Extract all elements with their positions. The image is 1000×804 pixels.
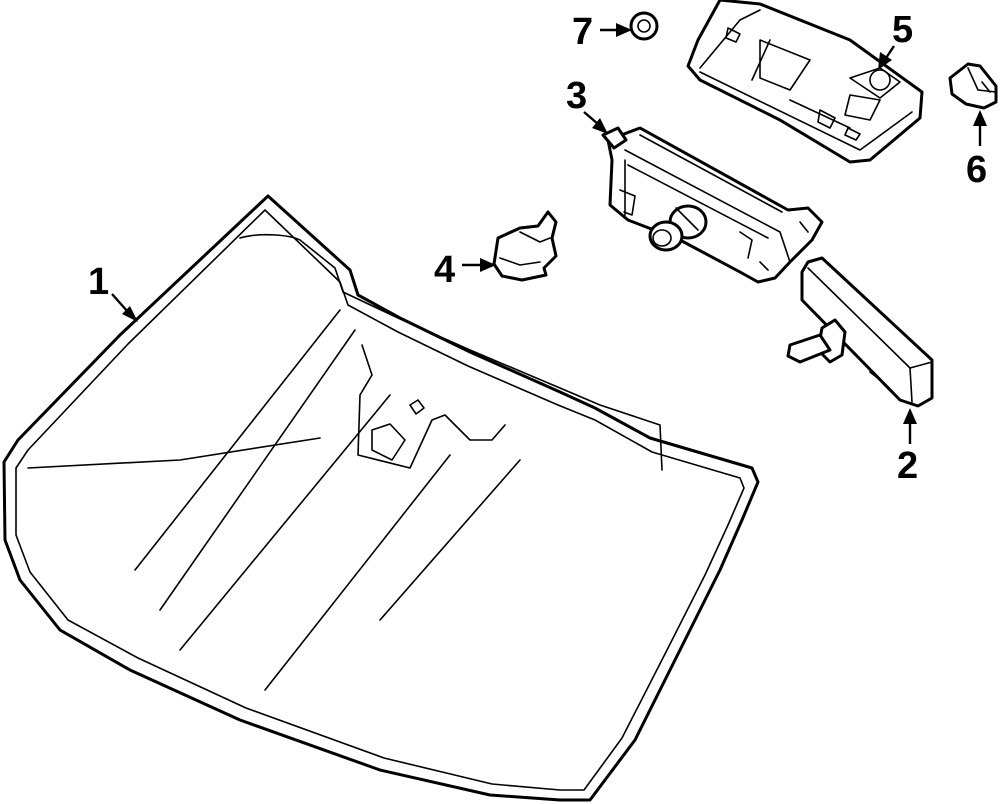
overhead-cover-part[interactable]	[686, 0, 924, 164]
callout-4: 4	[434, 249, 496, 291]
grommet-part[interactable]	[629, 11, 659, 41]
callout-label-3: 3	[566, 75, 587, 117]
arrow-1-icon	[122, 306, 138, 322]
camera-module-part[interactable]	[601, 126, 824, 284]
callout-3: 3	[566, 75, 608, 134]
cover-cap-part[interactable]	[948, 62, 998, 110]
callout-5: 5	[878, 9, 913, 70]
callout-7: 7	[572, 11, 632, 53]
callout-6: 6	[966, 110, 987, 191]
arrow-2-icon	[903, 408, 917, 424]
callout-2: 2	[897, 408, 918, 487]
callout-label-7: 7	[572, 11, 593, 53]
arrow-5-icon	[878, 52, 892, 70]
arrow-6-icon	[973, 110, 987, 126]
arrow-3-icon	[592, 118, 608, 134]
callout-1: 1	[88, 261, 138, 322]
arrow-7-icon	[616, 23, 632, 37]
arrow-4-icon	[480, 258, 496, 272]
callout-label-5: 5	[892, 9, 913, 51]
windshield-part[interactable]	[2, 194, 760, 802]
callout-label-1: 1	[88, 261, 109, 303]
callout-label-4: 4	[434, 249, 455, 291]
sensor-clip-part[interactable]	[492, 210, 558, 282]
callout-label-2: 2	[897, 445, 918, 487]
callout-label-6: 6	[966, 149, 987, 191]
rearview-mirror-part[interactable]	[786, 256, 934, 408]
